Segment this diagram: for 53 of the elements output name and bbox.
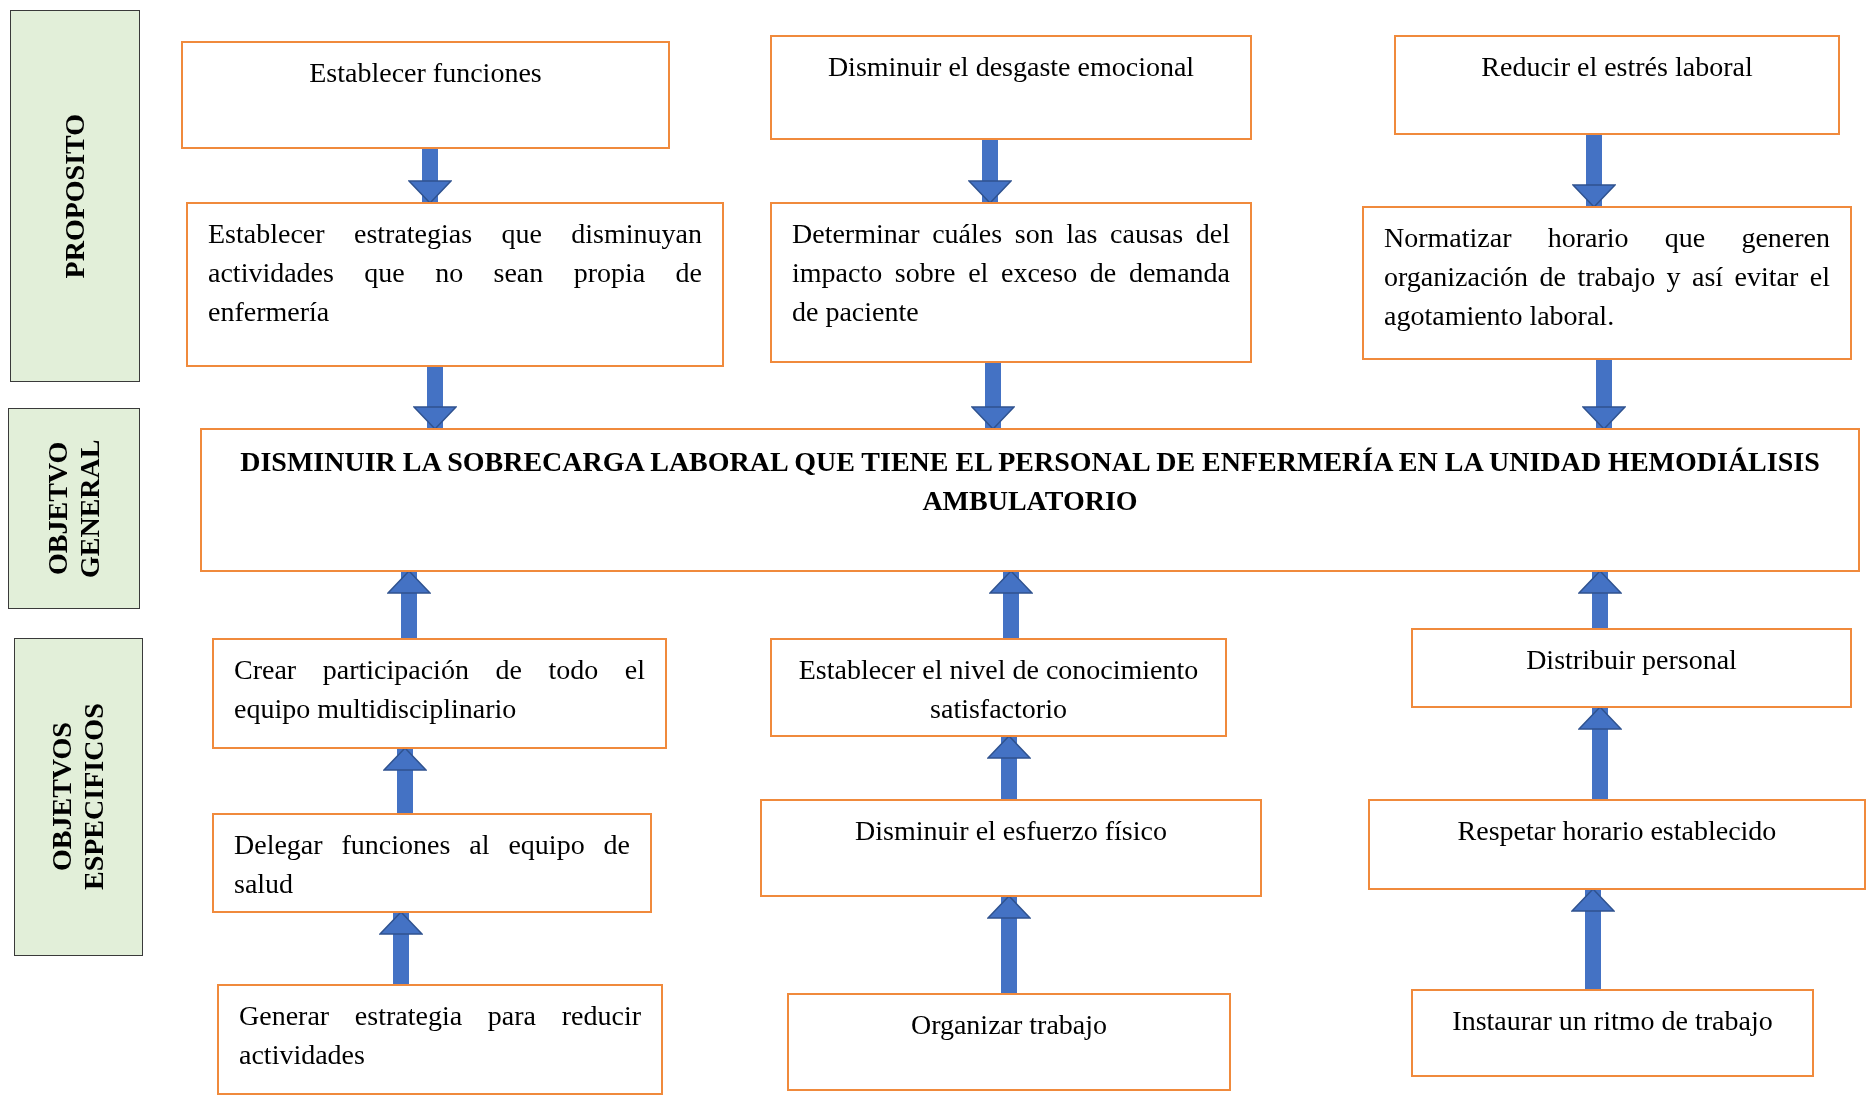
objective-box <box>770 35 1252 140</box>
objective-text: Establecer funciones <box>308 56 543 90</box>
objective-box <box>1394 35 1840 135</box>
objective-text: Respetar horario establecido <box>1456 814 1778 848</box>
objective-box <box>1411 989 1814 1077</box>
block-arrow <box>387 570 431 638</box>
block-arrow <box>1572 135 1616 208</box>
block-arrow <box>408 149 452 204</box>
objective-text: Determinar cuáles son las causas del impacto sobre el exceso de demanda de paciente <box>792 217 1230 330</box>
block-arrow <box>1571 888 1615 989</box>
objective-text: Distribuir personal <box>1525 643 1738 677</box>
objective-box <box>181 41 670 149</box>
objective-box <box>1368 799 1866 890</box>
objective-text: Delegar funciones al equipo de salud <box>234 828 630 902</box>
objective-box <box>770 202 1252 363</box>
objective-text: Crear participación de todo el equipo multidisciplinario <box>234 653 645 727</box>
objective-box <box>212 813 652 913</box>
goal-box <box>200 428 1860 572</box>
objective-text: Establecer el nivel de conocimiento satisfactorio <box>797 653 1200 727</box>
objective-box <box>770 638 1227 737</box>
objective-box <box>217 984 663 1095</box>
objective-box <box>787 993 1231 1091</box>
objective-text: Reducir el estrés laboral <box>1480 50 1754 84</box>
section-label: OBJETVO GENERAL <box>41 438 106 580</box>
block-arrow <box>1578 706 1622 799</box>
block-arrow <box>971 363 1015 430</box>
objective-text: Instaurar un ritmo de trabajo <box>1451 1004 1774 1038</box>
objective-text: Establecer estrategias que disminuyan actividades que no sean propia de enfermería <box>208 217 702 330</box>
objective-box <box>186 202 724 367</box>
section-label: PROPOSITO <box>58 113 91 279</box>
section-band <box>8 408 140 609</box>
block-arrow <box>987 735 1031 799</box>
objective-text: Normatizar horario que generen organización de trabajo y así evitar el agotamiento laboral. <box>1384 221 1830 334</box>
goal-text: DISMINUIR LA SOBRECARGA LABORAL QUE TIENE EL PERSONAL DE ENFERMERÍA EN LA UNIDAD HEMODIÁLISIS AMBULATORIO <box>239 445 1821 519</box>
block-arrow <box>383 747 427 813</box>
objective-text: Organizar trabajo <box>909 1008 1109 1042</box>
block-arrow <box>1578 570 1622 628</box>
objective-text: Disminuir el desgaste emocional <box>826 50 1196 84</box>
block-arrow <box>379 911 423 984</box>
objective-text: Generar estrategia para reducir actividades <box>239 999 641 1073</box>
block-arrow <box>989 570 1033 638</box>
section-label: OBJETVOS ESPECIFICOS <box>46 702 111 893</box>
block-arrow <box>968 140 1012 204</box>
objective-box <box>212 638 667 749</box>
block-arrow <box>1582 360 1626 430</box>
block-arrow <box>987 895 1031 993</box>
block-arrow <box>413 367 457 430</box>
objective-box <box>1411 628 1852 708</box>
objective-box <box>760 799 1262 897</box>
section-band <box>14 638 143 956</box>
section-band <box>10 10 140 382</box>
objective-box <box>1362 206 1852 360</box>
objective-text: Disminuir el esfuerzo físico <box>854 814 1168 848</box>
